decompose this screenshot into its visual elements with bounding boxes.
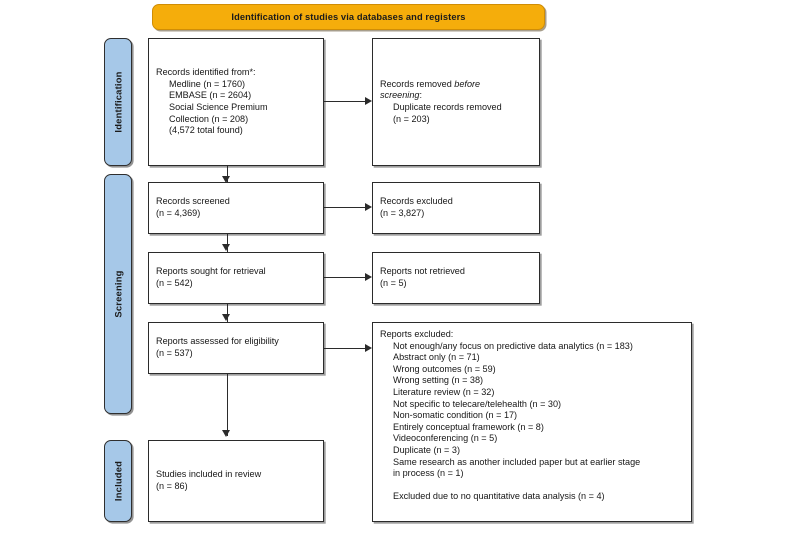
node-line: screening: — [380, 90, 532, 102]
node-line: Literature review (n = 32) — [393, 386, 495, 397]
connector-assessed-to-included — [227, 374, 229, 436]
connector-screened-to-excluded — [324, 207, 365, 209]
node-line: (n = 537) — [156, 348, 193, 358]
node-line: Records screened — [156, 196, 230, 207]
node-line: (n = 86) — [156, 481, 188, 491]
node-line-emphasis: before — [454, 78, 481, 89]
node-line: (n = 542) — [156, 278, 193, 288]
node-reports-excluded: Reports excluded: Not enough/any focus o… — [372, 322, 692, 522]
node-line: Reports not retrieved — [380, 266, 465, 277]
arrow-screened-to-excluded — [365, 203, 372, 211]
connector-identified-to-removed — [324, 101, 365, 103]
node-line: in process (n = 1) — [393, 468, 464, 479]
stage-rail-label-included: Included — [112, 460, 124, 502]
node-line: Excluded due to no quantitative data ana… — [393, 490, 605, 501]
node-line: Wrong setting (n = 38) — [393, 375, 484, 386]
node-line: Same research as another included paper … — [393, 456, 641, 467]
arrow-assessed-to-included — [222, 430, 230, 437]
node-line: Not enough/any focus on predictive data … — [393, 340, 633, 351]
arrow-sought-to-assessed — [222, 314, 230, 321]
connector-identified-to-screened — [227, 166, 229, 184]
node-reports-assessed: Reports assessed for eligibility (n = 53… — [148, 322, 324, 374]
stage-rail-identification: Identification — [104, 38, 132, 166]
node-line: Reports assessed for eligibility — [156, 336, 279, 347]
node-records-identified: Records identified from*: Medline (n = 1… — [148, 38, 324, 166]
node-line-spacer — [380, 480, 684, 491]
arrow-identified-to-screened — [222, 176, 230, 183]
node-line: Social Science Premium — [169, 102, 268, 112]
node-line: (4,572 total found) — [169, 125, 243, 136]
stage-rail-screening: Screening — [104, 174, 132, 414]
node-line: Videoconferencing (n = 5) — [393, 433, 498, 444]
connector-sought-to-assessed — [227, 304, 229, 322]
node-line: Collection (n = 208) — [169, 113, 249, 124]
node-records-excluded: Records excluded (n = 3,827) — [372, 182, 540, 234]
node-reports-not-retrieved: Reports not retrieved (n = 5) — [372, 252, 540, 304]
arrow-assessed-to-excluded — [365, 344, 372, 352]
node-line: (n = 4,369) — [156, 208, 201, 218]
node-line: Abstract only (n = 71) — [393, 352, 480, 363]
node-line: Reports excluded: — [380, 329, 454, 339]
node-line: (n = 3,827) — [380, 208, 425, 218]
stage-rail-included: Included — [104, 440, 132, 522]
arrow-identified-to-removed — [365, 97, 372, 105]
phase-banner-label: Identification of studies via databases … — [231, 12, 466, 22]
node-line-text: Records removed — [380, 78, 455, 89]
node-line: Records removed before — [380, 79, 532, 91]
stage-rail-label-identification: Identification — [112, 71, 124, 133]
node-reports-sought: Reports sought for retrieval (n = 542) — [148, 252, 324, 304]
node-studies-included: Studies included in review (n = 86) — [148, 440, 324, 522]
connector-sought-to-not-retrieved — [324, 277, 365, 279]
node-line: Medline (n = 1760) — [169, 78, 246, 89]
node-line-text: : — [419, 90, 422, 101]
node-line: Wrong outcomes (n = 59) — [393, 363, 496, 374]
node-line-emphasis: screening — [380, 90, 420, 101]
node-line: Duplicate (n = 3) — [393, 444, 460, 455]
node-line: EMBASE (n = 2604) — [169, 90, 252, 101]
stage-rail-label-screening: Screening — [112, 270, 124, 318]
node-line: Records identified from*: — [156, 67, 256, 78]
connector-assessed-to-excluded — [324, 348, 365, 350]
node-line: Not specific to telecare/telehealth (n =… — [393, 398, 562, 409]
arrow-screened-to-sought — [222, 244, 230, 251]
node-line: Entirely conceptual framework (n = 8) — [393, 421, 544, 432]
phase-banner-identification: Identification of studies via databases … — [152, 4, 545, 30]
node-line: Duplicate records removed — [393, 102, 502, 112]
node-line: Reports sought for retrieval — [156, 266, 266, 277]
node-records-screened: Records screened (n = 4,369) — [148, 182, 324, 234]
node-line: Non-somatic condition (n = 17) — [393, 410, 518, 421]
connector-screened-to-sought — [227, 234, 229, 252]
node-line: Records excluded — [380, 196, 453, 207]
node-records-removed: Records removed before screening: Duplic… — [372, 38, 540, 166]
node-line: Studies included in review — [156, 469, 262, 480]
arrow-sought-to-not-retrieved — [365, 273, 372, 281]
node-line: (n = 5) — [380, 278, 407, 288]
node-line: (n = 203) — [393, 113, 430, 124]
